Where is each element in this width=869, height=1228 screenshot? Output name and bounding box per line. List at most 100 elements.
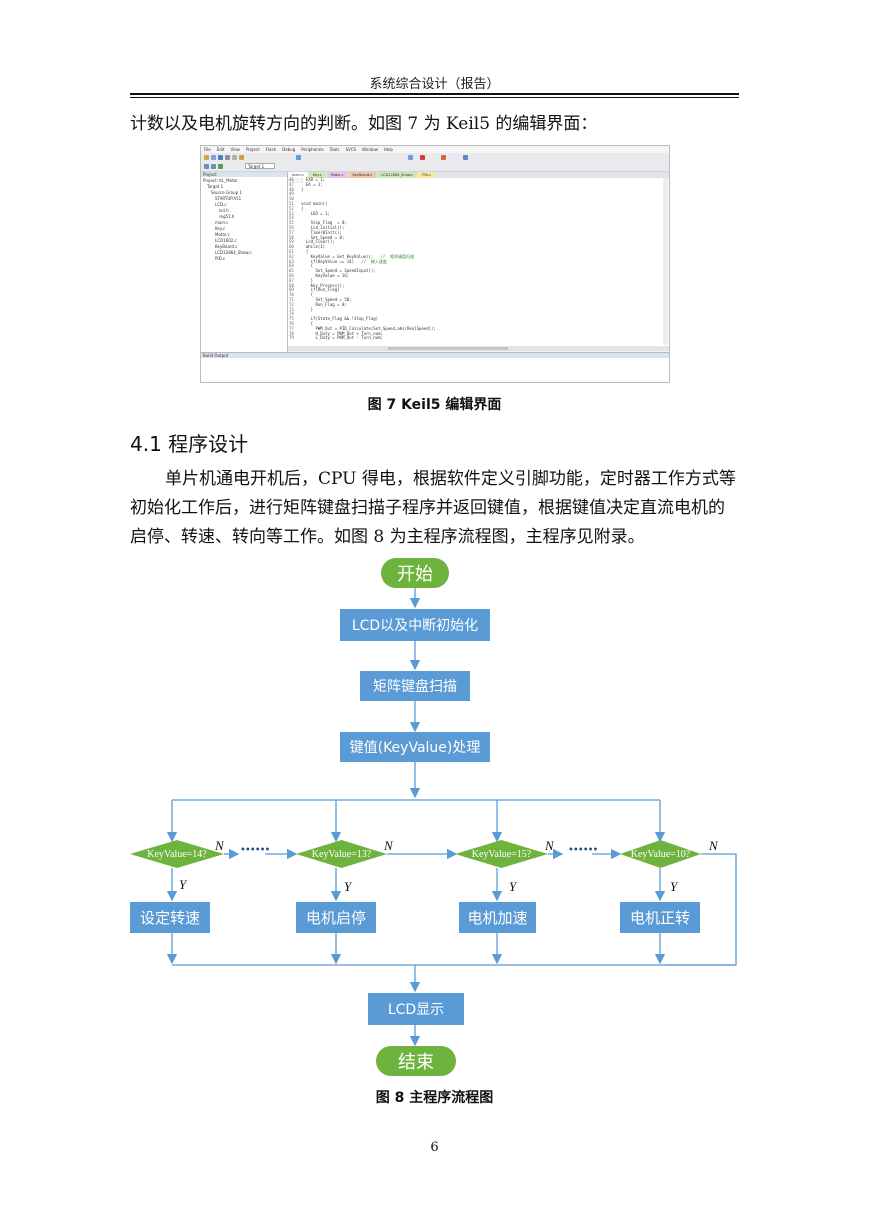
menu-item[interactable]: Peripherals xyxy=(301,147,324,152)
code-text: void main() xyxy=(301,200,328,206)
header-rule-thick xyxy=(130,93,739,95)
code-line: 60 while(1) xyxy=(288,244,669,250)
decision-key10: KeyValue=10? xyxy=(620,840,701,868)
line-number: 60 xyxy=(289,244,294,250)
menu-item[interactable]: Project xyxy=(245,147,260,152)
code-text: PWM_Out = PID_Calculate(Set_Speed,abs(Re… xyxy=(301,325,436,331)
line-number: 48 xyxy=(289,186,294,192)
code-text: Timer0Init(); xyxy=(301,229,342,235)
file-tab[interactable]: Key.c xyxy=(308,172,326,178)
save-icon xyxy=(218,155,223,160)
code-line: 49 xyxy=(288,192,669,197)
code-line: 58 Set_Speed = 0; xyxy=(288,234,669,241)
code-text: Key_Process(); xyxy=(301,282,345,288)
paragraph-intro: 计数以及电机旋转方向的判断。如图 7 为 Keil5 的编辑界面： xyxy=(130,114,598,134)
ellipsis-dots-1: •••••• xyxy=(240,845,270,856)
code-text: KeyValue = 16; xyxy=(301,272,350,278)
menu-item[interactable]: File xyxy=(204,147,211,152)
code-line: 75 if(State_Flag && !Stop_Flag) xyxy=(288,316,669,322)
project-pane-header: Project xyxy=(201,172,287,177)
line-number: 77 xyxy=(289,325,294,331)
section-title: 4.1 程序设计 xyxy=(130,432,249,456)
code-line: 63 if(KeyValue == 14) // 输入速度 xyxy=(288,258,669,265)
code-line: 48} xyxy=(288,186,669,193)
line-number: 57 xyxy=(289,229,294,235)
decision-key15-label: KeyValue=15? xyxy=(471,848,532,860)
code-comment: // 输入速度 xyxy=(361,258,387,264)
project-tree-item[interactable]: LCD1602.c xyxy=(215,238,237,243)
action-forward: 电机正转 xyxy=(620,902,700,933)
project-tree-item[interactable]: LCD.c xyxy=(215,202,227,207)
line-number: 54 xyxy=(289,215,294,221)
code-text: { xyxy=(301,248,309,254)
code-line: 70 { xyxy=(288,292,669,298)
line-number: 71 xyxy=(289,296,294,302)
file-tab[interactable]: main.c xyxy=(288,172,308,178)
code-line: 78 H_Duty = PWM_Out + Turn_num; xyxy=(288,330,669,337)
line-number: 78 xyxy=(289,330,294,336)
code-line: 74 xyxy=(288,312,669,317)
code-text: Lcd_Clear(); xyxy=(301,239,335,245)
menu-item[interactable]: Tools xyxy=(329,147,340,152)
yes-label-1: Y xyxy=(179,877,187,892)
project-tree-item[interactable]: lcd.h xyxy=(219,208,229,213)
project-tree-item[interactable]: LCD12864_Show.c xyxy=(215,250,252,255)
project-tree-item[interactable]: PID.c xyxy=(215,256,226,261)
code-text: } xyxy=(301,277,314,283)
breakpoint-icon xyxy=(441,155,446,160)
scroll-thumb[interactable] xyxy=(388,347,508,350)
file-tab[interactable]: PID.c xyxy=(418,172,436,178)
line-number: 51 xyxy=(289,200,294,206)
project-tree-item[interactable]: STARTUP.A51 xyxy=(215,196,242,201)
line-number: 70 xyxy=(289,292,294,298)
menu-item[interactable]: Flash xyxy=(265,147,277,152)
code-line: 72 Run_Flag = 0; xyxy=(288,302,669,308)
menu-item[interactable]: Edit xyxy=(216,147,225,152)
target-select[interactable]: Target 1 xyxy=(245,163,275,169)
line-number: 67 xyxy=(289,277,294,283)
menu-item[interactable]: SVCS xyxy=(345,147,357,152)
yes-label-3: Y xyxy=(509,879,517,894)
code-text: Set_Speed = 0; xyxy=(301,234,345,240)
cut-icon xyxy=(225,155,230,160)
code-line: 64 { xyxy=(288,263,669,269)
code-comment: // 矩阵键盘扫描 xyxy=(380,253,415,259)
no-label-2: N xyxy=(384,838,393,853)
file-tab[interactable]: Motor.c xyxy=(326,172,348,178)
yes-label-4: Y xyxy=(670,879,678,894)
flowchart-connectors xyxy=(166,588,737,1047)
line-number: 65 xyxy=(289,268,294,274)
file-tab[interactable]: KeyBoard.c xyxy=(348,172,377,178)
project-tree-item[interactable]: Target 1 xyxy=(207,184,224,189)
code-text: EA = 1; xyxy=(301,181,323,187)
menu-item[interactable]: Window xyxy=(362,147,378,152)
horizontal-scrollbar[interactable] xyxy=(288,346,669,351)
open-icon xyxy=(211,155,216,160)
menu-item[interactable]: Debug xyxy=(282,147,296,152)
code-text: Lcd_Initial(); xyxy=(301,224,345,230)
menu-item[interactable]: View xyxy=(230,147,240,152)
project-tree-item[interactable]: Motor.c xyxy=(215,232,230,237)
project-tree-item[interactable]: KeyBoard.c xyxy=(215,244,238,249)
decision-key13: KeyValue=13? xyxy=(296,840,387,868)
project-tree-item[interactable]: main.c xyxy=(215,220,229,225)
new-file-icon xyxy=(204,155,209,160)
decision-key13-label: KeyValue=13? xyxy=(311,848,372,860)
line-number: 76 xyxy=(289,320,294,326)
project-tree-item[interactable]: reg51.h xyxy=(219,214,235,219)
vertical-scrollbar[interactable] xyxy=(663,178,668,345)
copy-icon xyxy=(232,155,237,160)
file-tab[interactable]: LCD12864_Show.c xyxy=(377,172,418,178)
line-number: 52 xyxy=(289,205,294,211)
no-label-4: N xyxy=(709,838,718,853)
action-start-stop: 电机启停 xyxy=(296,902,376,933)
project-tree-item[interactable]: Key.c xyxy=(215,226,226,231)
project-tree-item[interactable]: Source Group 1 xyxy=(211,190,243,195)
project-tree-item[interactable]: Project: KL_Motor xyxy=(203,178,238,183)
code-text: { xyxy=(301,292,314,298)
rebuild-icon xyxy=(211,164,216,169)
menu-item[interactable]: Help xyxy=(383,147,393,152)
